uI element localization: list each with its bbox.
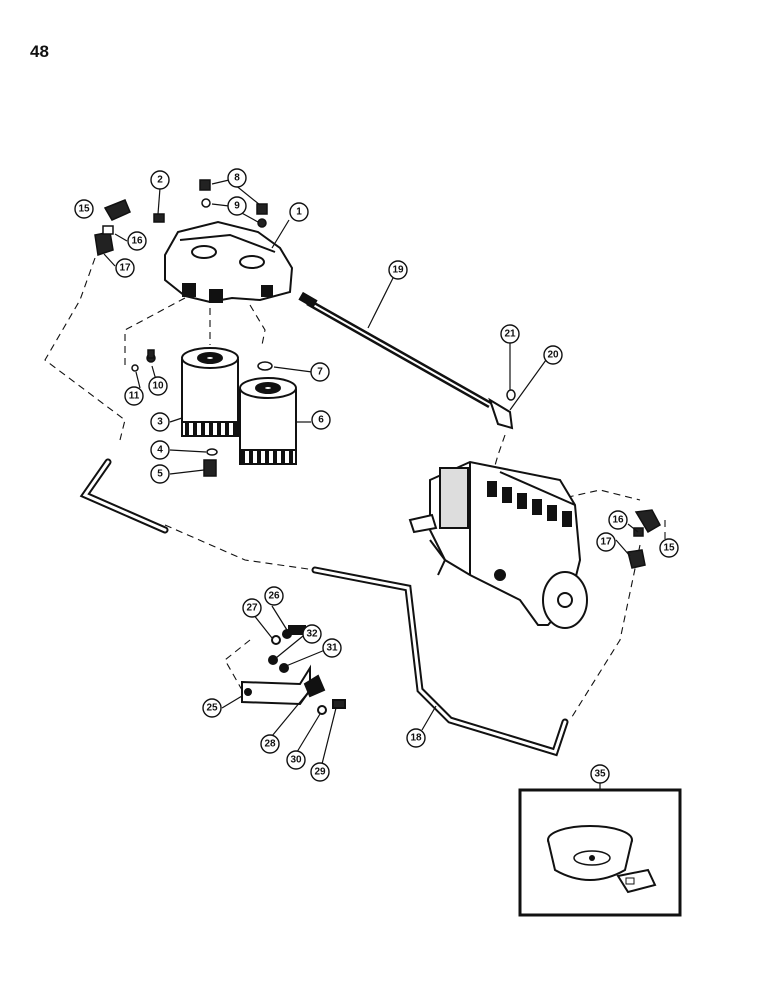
callout-label: 18 [406,728,426,748]
svg-text:28: 28 [264,739,276,750]
svg-text:27: 27 [246,603,258,614]
svg-text:20: 20 [547,350,559,361]
callout-label: 4 [150,440,170,460]
callouts: 1 2 8 9 15 16 17 19 21 20 7 10 11 3 6 4 … [74,168,679,784]
callout-label: 17 [115,258,135,278]
filter-head [164,220,294,304]
injection-pump [408,460,588,629]
callout-label: 15 [659,538,679,558]
svg-text:16: 16 [612,515,624,526]
svg-text:6: 6 [318,415,324,426]
callout-label: 19 [388,260,408,280]
svg-text:35: 35 [594,769,606,780]
svg-text:15: 15 [78,204,90,215]
callout-label: 10 [148,376,168,396]
svg-text:32: 32 [306,629,318,640]
svg-text:17: 17 [119,263,131,274]
callout-label: 17 [596,532,616,552]
fuel-hose [298,291,516,430]
callout-label: 16 [127,231,147,251]
svg-text:4: 4 [157,445,163,456]
svg-text:2: 2 [157,175,163,186]
callout-label: 25 [202,698,222,718]
callout-label: 21 [500,324,520,344]
callout-label: 29 [310,762,330,782]
svg-text:15: 15 [663,543,675,554]
svg-text:18: 18 [410,733,422,744]
svg-text:31: 31 [326,643,338,654]
callout-label: 1 [289,202,309,222]
callout-label: 11 [124,386,144,406]
callout-label: 32 [302,624,322,644]
svg-text:1: 1 [296,207,302,218]
svg-text:26: 26 [268,591,280,602]
svg-text:9: 9 [234,201,240,212]
callout-label: 30 [286,750,306,770]
callout-label: 27 [242,598,262,618]
callout-label: 35 [590,764,610,784]
pump-fittings [627,509,662,569]
callout-label: 20 [543,345,563,365]
callout-label: 26 [264,586,284,606]
svg-text:5: 5 [157,469,163,480]
svg-text:17: 17 [600,537,612,548]
callout-label: 2 [150,170,170,190]
fuel-lines [79,458,569,757]
svg-text:7: 7 [317,367,323,378]
callout-label: 28 [260,734,280,754]
callout-label: 5 [150,464,170,484]
callout-label: 9 [227,196,247,216]
callout-label: 15 [74,199,94,219]
svg-text:29: 29 [314,767,326,778]
filter-cartridge-6 [239,377,297,465]
svg-text:25: 25 [206,703,218,714]
callout-label: 8 [227,168,247,188]
callout-label: 3 [150,412,170,432]
filter-cartridge-3 [181,347,239,437]
page-number: 48 [30,42,49,61]
small-fittings [94,179,273,477]
svg-text:3: 3 [157,417,163,428]
inset-box-filter-wrench [518,788,682,917]
svg-text:21: 21 [504,329,516,340]
callout-label: 31 [322,638,342,658]
callout-label: 16 [608,510,628,530]
svg-text:10: 10 [152,381,164,392]
svg-text:19: 19 [392,265,404,276]
svg-text:16: 16 [131,236,143,247]
bracket-assembly [241,625,346,715]
callout-label: 6 [311,410,331,430]
svg-text:8: 8 [234,173,240,184]
callout-label: 7 [310,362,330,382]
svg-text:11: 11 [129,391,140,402]
svg-text:30: 30 [290,755,302,766]
